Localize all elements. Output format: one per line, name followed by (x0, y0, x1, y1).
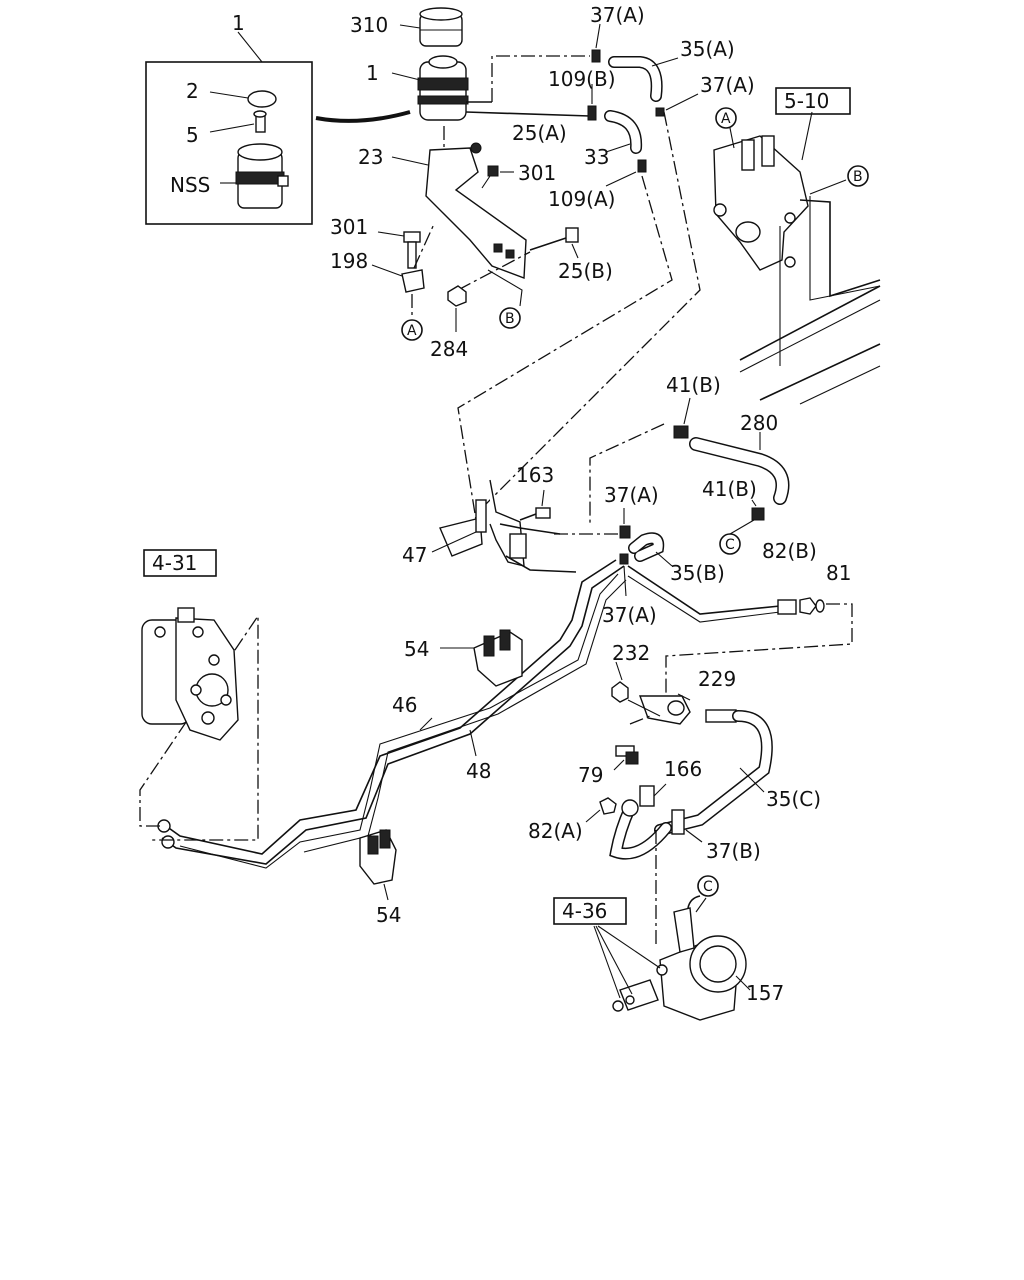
callout-82a: 82(A) (528, 819, 583, 843)
callout-nss: NSS (170, 173, 210, 197)
marker-b-bracket: B (505, 311, 515, 327)
callout-47: 47 (402, 543, 427, 567)
power-steering-pump (593, 895, 751, 1021)
marker-c-pump: C (703, 879, 713, 895)
callout-5: 5 (186, 123, 199, 147)
clamps-54 (359, 629, 523, 901)
callout-37a-4: 37(A) (602, 603, 657, 627)
callout-35b: 35(B) (670, 561, 725, 585)
callout-109a: 109(A) (548, 187, 615, 211)
callout-310: 310 (350, 13, 388, 37)
circle-markers: A B A B C C (401, 107, 869, 897)
callout-37a-3: 37(A) (604, 483, 659, 507)
callout-229: 229 (698, 667, 736, 691)
callout-labels: 1 2 5 NSS 310 1 37(A) 35(A) 109(B) 37(A)… (170, 3, 851, 1005)
callout-54b: 54 (376, 903, 401, 927)
callout-1: 1 (232, 11, 245, 35)
callout-33: 33 (584, 145, 609, 169)
callout-79: 79 (578, 763, 603, 787)
reference-boxes: 5-10 4-31 4-36 (143, 87, 851, 925)
marker-a-bracket: A (407, 323, 417, 339)
reservoir-assembly (371, 7, 591, 332)
callout-280: 280 (740, 411, 778, 435)
marker-a-frame: A (721, 111, 731, 127)
callout-82b: 82(B) (762, 539, 817, 563)
callout-163: 163 (516, 463, 554, 487)
callout-37a-1: 37(A) (590, 3, 645, 27)
pump-hoses (585, 661, 773, 944)
callout-54a: 54 (404, 637, 429, 661)
callout-301a: 301 (518, 161, 556, 185)
steering-gearbox (141, 607, 239, 741)
callout-2: 2 (186, 79, 199, 103)
callout-81: 81 (826, 561, 851, 585)
callout-1b: 1 (366, 61, 379, 85)
callout-25a: 25(A) (512, 121, 567, 145)
connector-swoosh (315, 110, 411, 123)
marker-c-hose: C (725, 537, 735, 553)
valve-assembly (431, 397, 790, 597)
callout-166: 166 (664, 757, 702, 781)
ref-5-10: 5-10 (784, 89, 829, 113)
callout-198: 198 (330, 249, 368, 273)
chassis-frame (713, 111, 881, 405)
reservoir-inset (145, 31, 313, 225)
callout-25b: 25(B) (558, 259, 613, 283)
callout-157: 157 (746, 981, 784, 1005)
ref-4-36: 4-36 (562, 899, 607, 923)
callout-37b: 37(B) (706, 839, 761, 863)
callout-35c: 35(C) (766, 787, 821, 811)
callout-37a-2: 37(A) (700, 73, 755, 97)
callout-41b-1: 41(B) (666, 373, 721, 397)
callout-301b: 301 (330, 215, 368, 239)
callout-109b: 109(B) (548, 67, 616, 91)
callout-284: 284 (430, 337, 468, 361)
upper-hoses (457, 23, 701, 521)
callout-23: 23 (358, 145, 383, 169)
callout-35a: 35(A) (680, 37, 735, 61)
callout-41b-2: 41(B) (702, 477, 757, 501)
callout-48: 48 (466, 759, 491, 783)
ref-4-31: 4-31 (152, 551, 197, 575)
callout-232: 232 (612, 641, 650, 665)
marker-b-frame: B (853, 169, 863, 185)
callout-46: 46 (392, 693, 417, 717)
